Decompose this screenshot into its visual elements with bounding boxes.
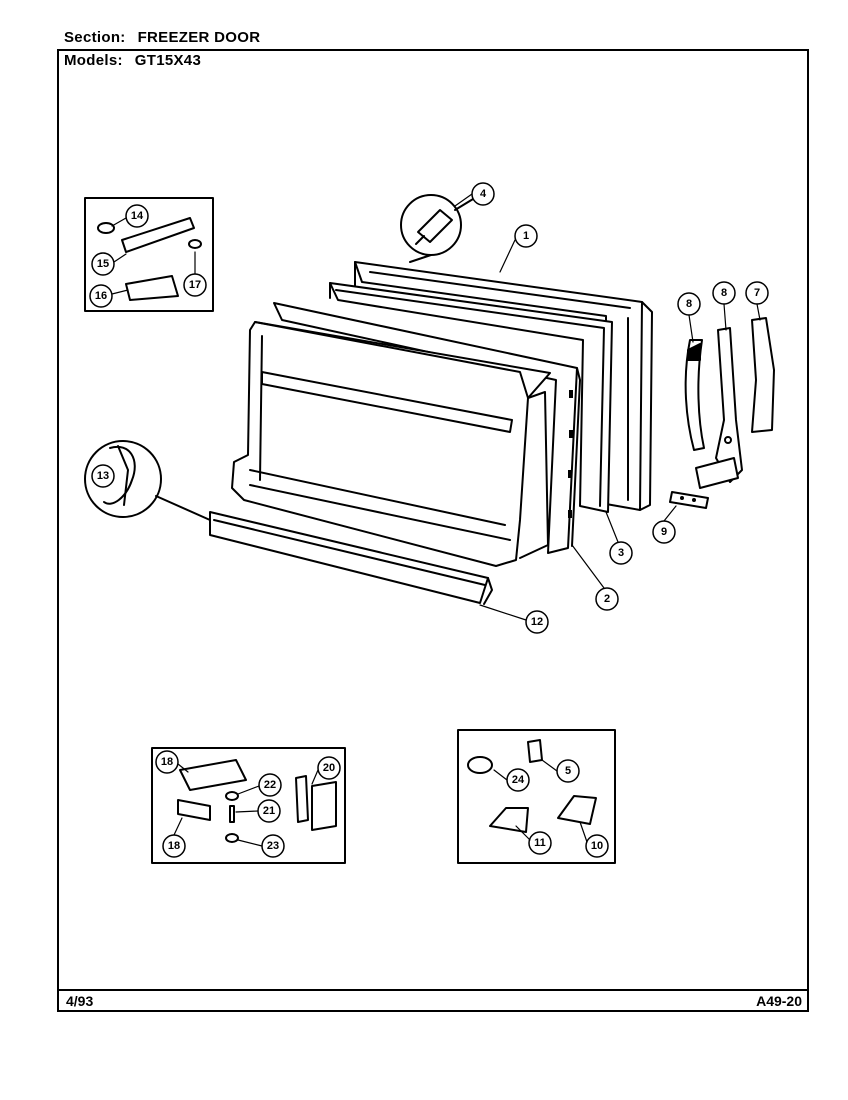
- inset-box-small-parts: [457, 729, 616, 864]
- svg-text:8: 8: [721, 287, 727, 299]
- door-gasket: [329, 282, 613, 513]
- callout-8b: 8: [712, 281, 736, 305]
- callout-4: 4: [471, 182, 495, 206]
- callout-21: 21: [257, 799, 281, 823]
- callout-3: 3: [609, 541, 633, 565]
- svg-text:11: 11: [534, 837, 546, 849]
- footer-date: 4/93: [66, 993, 94, 1009]
- svg-text:21: 21: [263, 805, 275, 817]
- svg-text:16: 16: [95, 290, 107, 302]
- svg-text:14: 14: [131, 210, 144, 222]
- svg-text:7: 7: [754, 287, 760, 299]
- callout-15: 15: [91, 252, 115, 276]
- inset-box-hinge-top: [84, 197, 214, 312]
- callout-13: 13: [91, 464, 115, 488]
- detail-circle-13: [84, 440, 211, 521]
- callout-18-bottom: 18: [162, 834, 186, 858]
- svg-text:20: 20: [323, 762, 335, 774]
- svg-text:22: 22: [264, 779, 276, 791]
- svg-text:9: 9: [661, 526, 667, 538]
- svg-text:3: 3: [618, 547, 624, 559]
- svg-text:18: 18: [161, 756, 173, 768]
- svg-text:10: 10: [591, 840, 603, 852]
- section-label: Section:: [64, 29, 126, 46]
- callout-5: 5: [556, 759, 580, 783]
- callout-11: 11: [528, 831, 552, 855]
- callout-24: 24: [506, 768, 530, 792]
- door-straps: [684, 317, 775, 489]
- door-handle: [209, 511, 493, 605]
- svg-text:4: 4: [480, 188, 487, 200]
- svg-text:18: 18: [168, 840, 180, 852]
- models-value: GT15X43: [134, 52, 202, 69]
- svg-text:24: 24: [512, 774, 525, 786]
- callout-20: 20: [317, 756, 341, 780]
- callout-10: 10: [585, 834, 609, 858]
- svg-text:23: 23: [267, 840, 279, 852]
- svg-text:12: 12: [531, 616, 543, 628]
- svg-text:13: 13: [97, 470, 109, 482]
- inner-door-liner: [231, 321, 551, 567]
- svg-text:8: 8: [686, 298, 692, 310]
- svg-text:2: 2: [604, 593, 610, 605]
- section-value: FREEZER DOOR: [137, 29, 261, 46]
- models-line: Models: GT15X43: [64, 52, 201, 69]
- callout-2: 2: [595, 587, 619, 611]
- callout-23: 23: [261, 834, 285, 858]
- callout-9: 9: [652, 520, 676, 544]
- models-label: Models:: [64, 52, 123, 69]
- inset-box-hinge-hardware: [151, 747, 346, 864]
- callout-18-top: 18: [155, 750, 179, 774]
- callout-labels: 1 2 3 4 8 8 7 9: [89, 182, 769, 858]
- hinge-plate-9: [669, 491, 709, 509]
- svg-text:1: 1: [523, 230, 529, 242]
- svg-text:15: 15: [97, 258, 109, 270]
- callout-1: 1: [514, 224, 538, 248]
- section-line: Section: FREEZER DOOR: [64, 29, 260, 46]
- callout-22: 22: [258, 773, 282, 797]
- detail-circle-4: [400, 194, 479, 263]
- diagram-frame: [57, 49, 809, 1012]
- footer-code: A49-20: [756, 993, 802, 1009]
- leader-lines: [111, 193, 761, 847]
- svg-text:5: 5: [565, 765, 571, 777]
- callout-17: 17: [183, 273, 207, 297]
- callout-14: 14: [125, 204, 149, 228]
- callout-16: 16: [89, 284, 113, 308]
- callout-8: 8: [677, 292, 701, 316]
- callout-12: 12: [525, 610, 549, 634]
- footer-divider: [57, 989, 809, 991]
- svg-text:17: 17: [189, 279, 201, 291]
- callout-7: 7: [745, 281, 769, 305]
